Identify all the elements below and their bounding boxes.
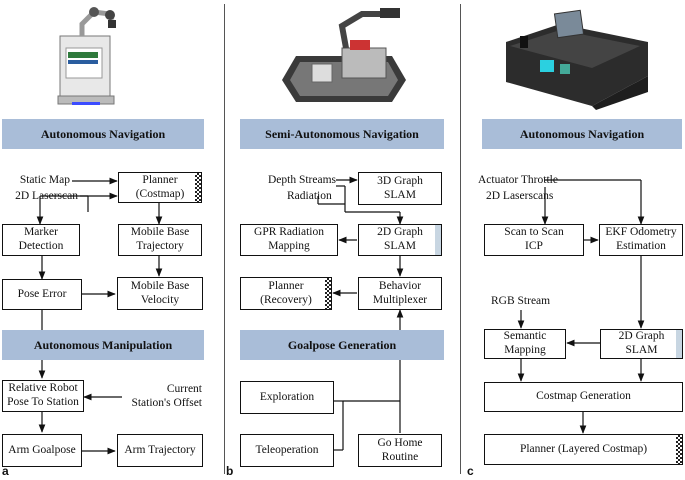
panel-c-letter: c (467, 464, 474, 478)
costmap-generation-box: Costmap Generation (484, 382, 683, 412)
mobile-base-trajectory-box: Mobile Base Trajectory (118, 224, 202, 256)
input-static-map: Static Map (19, 174, 70, 186)
slam-2d-box-b: 2D Graph SLAM (358, 224, 442, 256)
teleoperation-box: Teleoperation (240, 434, 334, 467)
planner-costmap-box: Planner (Costmap) (118, 172, 202, 203)
pose-error-box: Pose Error (2, 279, 82, 310)
robot-b-image (282, 8, 406, 102)
slam-2d-box-c: 2D Graph SLAM (600, 329, 683, 359)
planner-costmap-label: Planner (Costmap) (135, 173, 185, 200)
input-actuator-throttle: Actuator Throttle (478, 174, 558, 186)
panel-b-goalpose-header: Goalpose Generation (240, 330, 444, 360)
planner-checker-marker (195, 173, 201, 202)
behavior-multiplexer-box: Behavior Multiplexer (358, 277, 442, 310)
planner-layered-label: Planner (Layered Costmap) (519, 442, 648, 455)
robot-a-image (57, 7, 116, 105)
input-laserscan: 2D Laserscan (15, 190, 78, 202)
slam-2d-label-c: 2D Graph SLAM (618, 330, 665, 356)
panel-b-navigation-header: Semi-Autonomous Navigation (240, 119, 444, 149)
planner-recovery-box: Planner (Recovery) (240, 277, 332, 310)
planner-recovery-checker-marker (325, 278, 331, 309)
panel-c-navigation-header: Autonomous Navigation (482, 119, 682, 149)
separator-right (460, 4, 461, 474)
panel-a-manipulation-header: Autonomous Manipulation (2, 330, 204, 360)
input-depth-streams: Depth Streams (267, 174, 336, 186)
planner-layered-costmap-box: Planner (Layered Costmap) (484, 434, 683, 465)
input-2d-laserscans: 2D Laserscans (486, 190, 554, 202)
slam-2d-marker-c (676, 330, 682, 358)
planner-recovery-label: Planner (Recovery) (260, 279, 312, 306)
scan-to-scan-icp-box: Scan to Scan ICP (484, 224, 584, 256)
go-home-routine-box: Go Home Routine (358, 434, 442, 467)
panel-b-letter: b (226, 464, 234, 478)
semantic-mapping-box: Semantic Mapping (484, 329, 566, 359)
robot-c-image (506, 9, 648, 110)
slam-2d-label-b: 2D Graph SLAM (377, 226, 423, 252)
separator-left (224, 4, 225, 474)
relative-robot-pose-box: Relative Robot Pose To Station (2, 380, 84, 412)
slam-2d-marker-b (435, 225, 441, 255)
slam-3d-box: 3D Graph SLAM (358, 172, 442, 205)
mobile-base-velocity-box: Mobile Base Velocity (117, 277, 203, 310)
arm-trajectory-box: Arm Trajectory (117, 434, 203, 467)
marker-detection-box: Marker Detection (2, 224, 80, 256)
input-radiation: Radiation (287, 190, 332, 202)
planner-layered-checker-marker (676, 435, 682, 464)
panel-a-letter: a (2, 464, 9, 478)
exploration-box: Exploration (240, 381, 334, 414)
current-station-offset-label: Current Station's Offset (131, 383, 202, 410)
panel-a-navigation-header: Autonomous Navigation (2, 119, 204, 149)
gpr-radiation-mapping-box: GPR Radiation Mapping (240, 224, 338, 256)
arm-goalpose-box: Arm Goalpose (2, 434, 82, 467)
ekf-odometry-box: EKF Odometry Estimation (599, 224, 683, 256)
input-rgb-stream: RGB Stream (491, 295, 551, 307)
